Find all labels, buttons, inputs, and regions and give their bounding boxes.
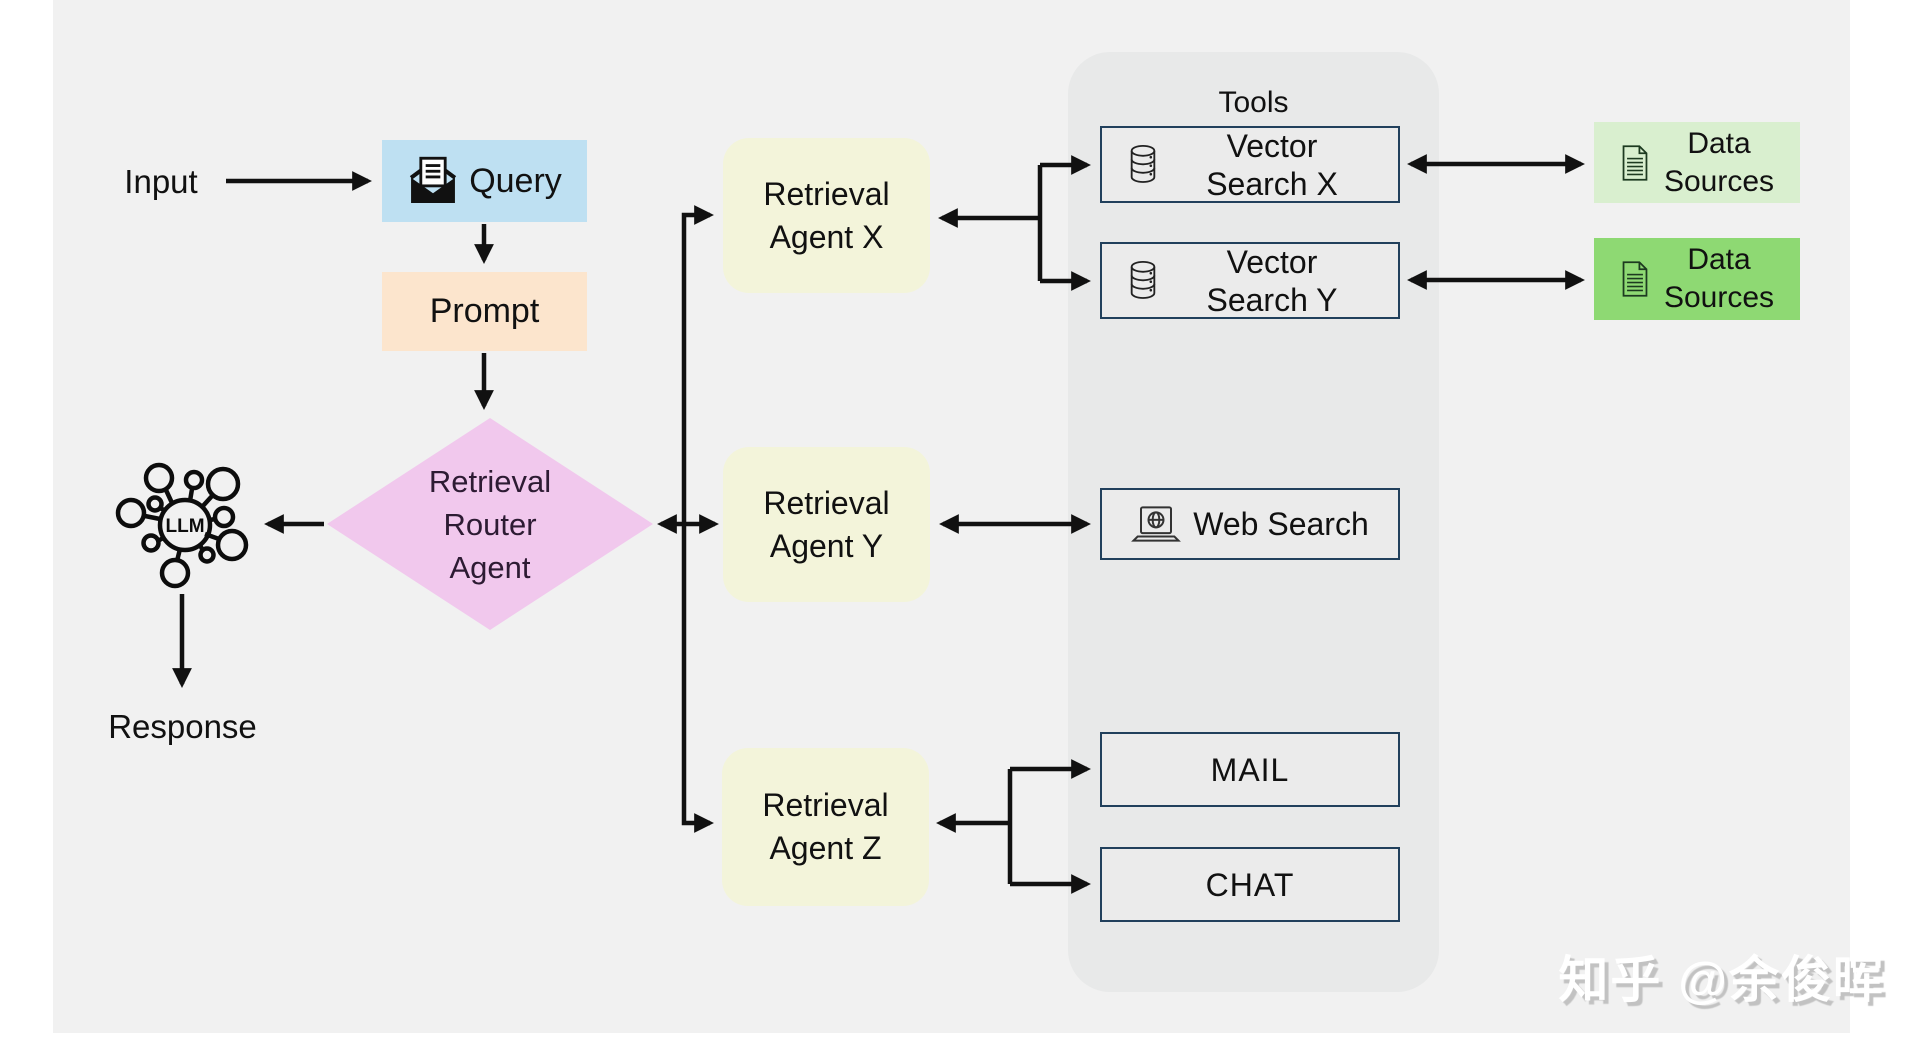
document-icon xyxy=(1622,261,1648,297)
retrieval-agent-z-node: Retrieval Agent Z xyxy=(722,748,929,906)
web-search-node: Web Search xyxy=(1100,488,1400,560)
mail-node: MAIL xyxy=(1100,732,1400,807)
retrieval-agent-x-node: Retrieval Agent X xyxy=(723,138,930,293)
prompt-node: Prompt xyxy=(382,272,587,351)
data-sources-y-node: Data Sources xyxy=(1594,238,1800,320)
response-label: Response xyxy=(108,708,257,745)
agent-z-line-2: Agent Z xyxy=(769,830,882,866)
ds2-line-2: Sources xyxy=(1663,281,1775,314)
ds1-line-2: Sources xyxy=(1663,164,1775,198)
router-line-2: Router xyxy=(443,506,537,542)
router-line-1: Retrieval xyxy=(428,463,552,499)
vsx-line-2: Search X xyxy=(1206,165,1338,202)
agent-y-line-2: Agent Y xyxy=(769,527,884,564)
web-search-label: Web Search xyxy=(1193,506,1369,542)
query-label: Query xyxy=(469,161,562,200)
database-icon xyxy=(1130,260,1156,299)
agent-x-line-1: Retrieval xyxy=(763,175,890,212)
agent-x-line-2: Agent X xyxy=(769,218,884,255)
vsy-line-2: Search Y xyxy=(1206,281,1338,318)
mail-label: MAIL xyxy=(1210,751,1290,788)
data-sources-x-node: Data Sources xyxy=(1594,122,1800,203)
chat-node: CHAT xyxy=(1100,847,1400,922)
input-label: Input xyxy=(124,163,198,200)
prompt-label: Prompt xyxy=(429,292,540,330)
open-envelope-icon xyxy=(410,156,457,203)
ds1-line-1: Data xyxy=(1687,126,1751,160)
chat-label: CHAT xyxy=(1205,866,1295,903)
diagram-canvas xyxy=(53,0,1850,1033)
ds2-line-1: Data xyxy=(1687,243,1751,276)
watermark: 知乎 @余俊晖 xyxy=(1558,952,1885,1008)
document-icon xyxy=(1622,144,1648,181)
vsy-line-1: Vector xyxy=(1226,243,1318,280)
query-node: Query xyxy=(382,140,587,222)
retrieval-agent-y-node: Retrieval Agent Y xyxy=(723,447,930,602)
agent-y-line-1: Retrieval xyxy=(763,484,890,521)
router-line-3: Agent xyxy=(449,549,531,585)
tools-group-title: Tools xyxy=(1218,86,1289,119)
vsx-line-1: Vector xyxy=(1226,127,1318,164)
llm-label: LLM xyxy=(165,516,204,537)
agent-z-line-1: Retrieval xyxy=(762,787,889,823)
vector-search-y-node: Vector Search Y xyxy=(1100,242,1400,319)
database-icon xyxy=(1130,144,1156,183)
vector-search-x-node: Vector Search X xyxy=(1100,126,1400,203)
laptop-globe-icon xyxy=(1131,506,1182,542)
llm-hub-icon: LLM xyxy=(113,453,257,597)
